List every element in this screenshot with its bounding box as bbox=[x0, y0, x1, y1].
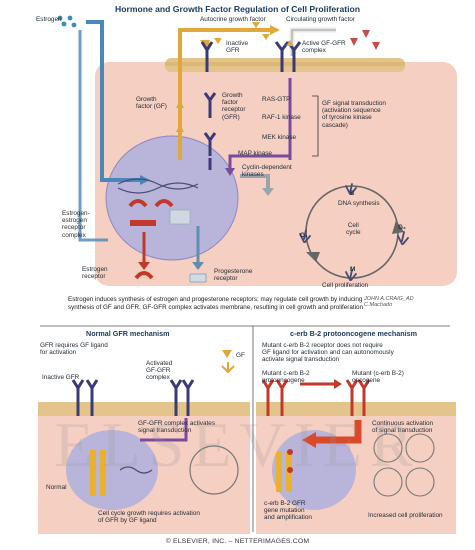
continuous-activation-arrow bbox=[314, 420, 362, 444]
label-inactive-gfr-bottom: Inactive GFR bbox=[42, 374, 80, 381]
label-cell-proliferation: Cell proliferation bbox=[322, 282, 369, 289]
artist-signature: JOHN A.CRAIG_AD C.Machado bbox=[364, 296, 414, 308]
label-normal: Normal bbox=[46, 484, 67, 491]
label-estrogen: Estrogen bbox=[36, 16, 62, 23]
nucleus-bottom-left bbox=[66, 430, 158, 510]
label-phase-g2: G₂ bbox=[398, 224, 406, 231]
estrogen-molecules bbox=[57, 15, 77, 28]
label-continuous-activation: Continuous activation of signal transduc… bbox=[372, 420, 434, 435]
membrane-bottom-right bbox=[256, 402, 456, 416]
nucleus-top bbox=[106, 136, 238, 260]
estrogen-receptor-shape bbox=[134, 271, 154, 280]
signal-transduction-line bbox=[228, 78, 292, 168]
label-er-complex: Estrogen- estrogen receptor complex bbox=[62, 210, 90, 239]
label-active-gf-gfr: Active GF-GFR complex bbox=[302, 40, 346, 55]
label-gf-receptor: Growth factor receptor (GFR) bbox=[222, 92, 246, 121]
nucleus-bottom-right bbox=[272, 430, 356, 510]
increased-proliferation-cells bbox=[373, 433, 435, 497]
label-circulating-gf: Circulating growth factor bbox=[286, 16, 355, 23]
label-cycle-growth: Cell cycle growth requires activation of… bbox=[98, 510, 200, 525]
label-complex-activates: GF-GFR complex activates signal transduc… bbox=[138, 420, 216, 435]
label-growth-factor: Growth factor (GF) bbox=[136, 96, 167, 111]
heading-cerb-mechanism: c-erb B-2 protooncogene mechanism bbox=[290, 329, 418, 338]
label-estrogen-receptor: Estrogen receptor bbox=[82, 266, 108, 281]
cell-cycle-small-left bbox=[189, 445, 239, 495]
figure-caption: Estrogen induces synthesis of estrogen a… bbox=[68, 296, 364, 311]
watermark-elsevier: ELSEVIER bbox=[54, 409, 421, 480]
label-signal-transduction: GF signal transduction (activation seque… bbox=[322, 100, 386, 129]
cell-cycle-diagram bbox=[299, 183, 409, 281]
label-cell-cycle: Cell cycle bbox=[346, 222, 361, 237]
progesterone-receptor-shape bbox=[189, 273, 207, 283]
heading-normal-gfr: Normal GFR mechanism bbox=[86, 329, 170, 338]
receptor-inactive-gfr bbox=[200, 41, 214, 72]
label-gf: GF bbox=[236, 352, 245, 359]
label-progesterone-receptor: Progesterone receptor bbox=[214, 268, 253, 283]
label-inactive-gfr: Inactive GFR bbox=[226, 40, 249, 55]
label-phase-g1: G₁ bbox=[300, 232, 308, 239]
label-phase-m: M bbox=[350, 266, 356, 273]
label-mutant-oncogene: Mutant (c-erb B-2) oncogene bbox=[352, 370, 404, 385]
label-gfr-requires: GFR requires GF ligand for activation bbox=[40, 342, 108, 357]
footer-copyright: © ELSEVIER, INC. – NETTERIMAGES.COM bbox=[165, 538, 310, 545]
label-increased-proliferation: Increased cell proliferation bbox=[368, 512, 443, 519]
label-autocrine-gf: Autocrine growth factor bbox=[200, 16, 266, 23]
label-map-kinase: MAP kinase bbox=[238, 150, 272, 157]
cyclin-arrow bbox=[240, 174, 270, 188]
label-activated-complex: Activated GF-GFR complex bbox=[146, 360, 173, 382]
estrogen-pathway-arrow bbox=[86, 20, 140, 182]
autocrine-arrow bbox=[178, 28, 270, 160]
page-title: Hormone and Growth Factor Regulation of … bbox=[115, 4, 360, 14]
label-phase-s: S bbox=[350, 190, 355, 197]
estrogen-receptor-complex bbox=[128, 199, 191, 226]
label-dna-synthesis: DNA synthesis bbox=[338, 200, 380, 207]
label-mek-kinase: MEK kinase bbox=[262, 134, 297, 141]
label-gene-mutation: c-erb B-2 GFR gene mutation and amplific… bbox=[264, 500, 312, 522]
label-cyclin-kinases: Cyclin-dependent kinases bbox=[242, 164, 292, 179]
label-ras-gtp: RAS-GTP bbox=[262, 96, 291, 103]
label-mutant-protooncogene: Mutant c-erb B-2 protooncogene bbox=[262, 370, 310, 385]
label-mutant-note: Mutant c-erb B-2 receptor does not requi… bbox=[262, 342, 394, 364]
label-raf1-kinase: RAF-1 kinase bbox=[262, 114, 301, 121]
